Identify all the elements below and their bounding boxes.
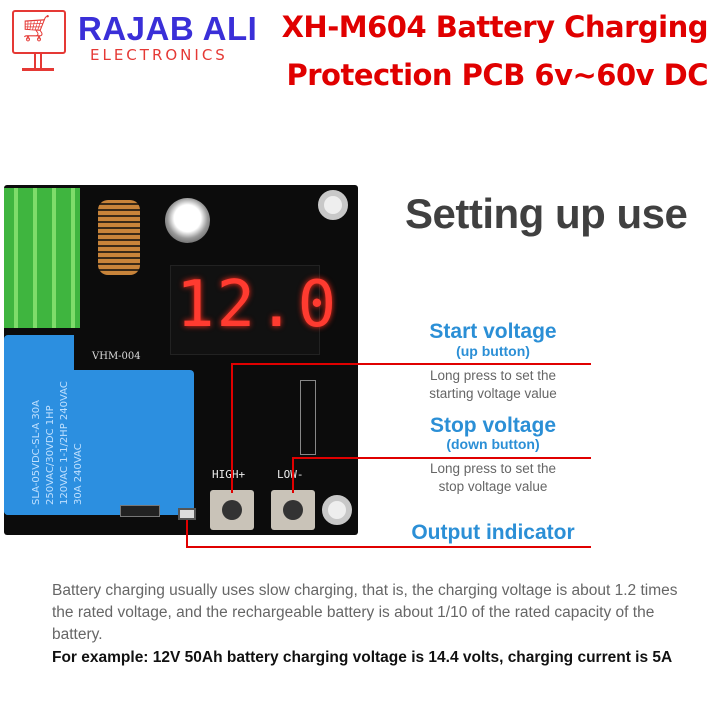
- start-desc-2: starting voltage value: [429, 386, 557, 401]
- mounting-hole: [318, 190, 348, 220]
- capacitor: [165, 198, 210, 243]
- stop-desc-2: stop voltage value: [438, 479, 548, 494]
- pin-header: [300, 380, 316, 455]
- logo-monitor-icon: [12, 10, 66, 54]
- section-heading: Setting up use: [405, 190, 688, 237]
- high-button-label: HIGH+: [212, 468, 246, 481]
- diode: [120, 505, 160, 517]
- product-title-line1: XH-M604 Battery Charging: [281, 10, 709, 44]
- pointer-line: [231, 363, 233, 493]
- up-button[interactable]: [210, 490, 254, 530]
- brand-name: RAJAB ALI: [78, 10, 258, 47]
- mounting-hole: [322, 495, 352, 525]
- pointer-line: [292, 457, 294, 493]
- shopping-cart-icon: 🛒︎: [20, 14, 54, 44]
- output-indicator-title: Output indicator: [411, 521, 575, 544]
- pointer-line: [186, 546, 591, 548]
- stop-voltage-sub: (down button): [446, 436, 540, 452]
- brand-subtitle: ELECTRONICS: [90, 46, 228, 64]
- start-voltage-sub: (up button): [456, 343, 530, 359]
- pointer-line: [186, 520, 188, 548]
- footer-text: Battery charging usually uses slow charg…: [52, 582, 678, 643]
- stop-voltage-title: Stop voltage: [429, 414, 556, 437]
- relay: [4, 370, 194, 515]
- footer-example: For example: 12V 50Ah battery charging v…: [52, 649, 673, 666]
- output-led: [178, 508, 196, 520]
- pointer-line: [292, 457, 591, 459]
- stop-desc-1: Long press to set the: [429, 461, 557, 476]
- display-value: 12.0: [176, 268, 339, 342]
- heatsink: [4, 188, 80, 328]
- pointer-line: [231, 363, 591, 365]
- start-desc-1: Long press to set the: [429, 368, 557, 383]
- inductor-coil: [98, 200, 140, 275]
- logo-stand: [34, 54, 42, 68]
- down-button[interactable]: [271, 490, 315, 530]
- seven-segment-display: [170, 265, 320, 355]
- low-button-label: LOW-: [277, 468, 304, 481]
- logo-base: [22, 68, 54, 71]
- board-model: VHM-004: [92, 351, 141, 362]
- product-title-line2: Protection PCB 6v~60v DC: [286, 58, 709, 92]
- relay-label: SLA-05VDC-SL-A 30A 250VAC/30VDC 1HP 120V…: [31, 381, 84, 505]
- start-voltage-title: Start voltage: [429, 320, 557, 343]
